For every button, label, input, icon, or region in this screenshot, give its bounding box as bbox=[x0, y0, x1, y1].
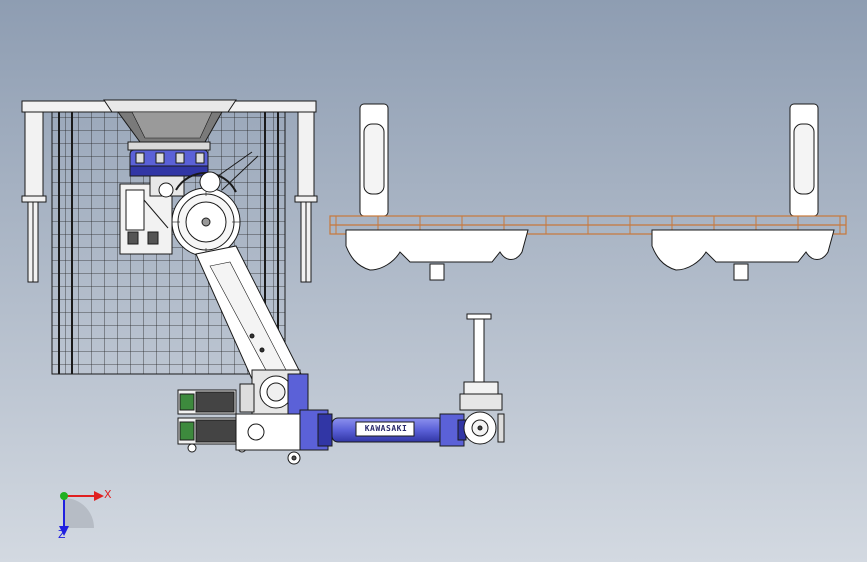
triad-x-label: X bbox=[104, 488, 112, 501]
robot-wrist bbox=[459, 313, 505, 445]
triad-origin bbox=[60, 492, 68, 500]
triad-z-label: Z bbox=[58, 528, 66, 541]
triad-x-arrow bbox=[94, 491, 104, 501]
robot-elbow bbox=[177, 369, 333, 465]
triad-z-arrow bbox=[59, 526, 69, 536]
robot-base bbox=[103, 99, 259, 275]
robot-forearm bbox=[331, 413, 467, 447]
conveyor-frame bbox=[329, 103, 847, 281]
coordinate-triad bbox=[59, 491, 104, 536]
arm-brand-label: KAWASAKI bbox=[364, 424, 408, 433]
